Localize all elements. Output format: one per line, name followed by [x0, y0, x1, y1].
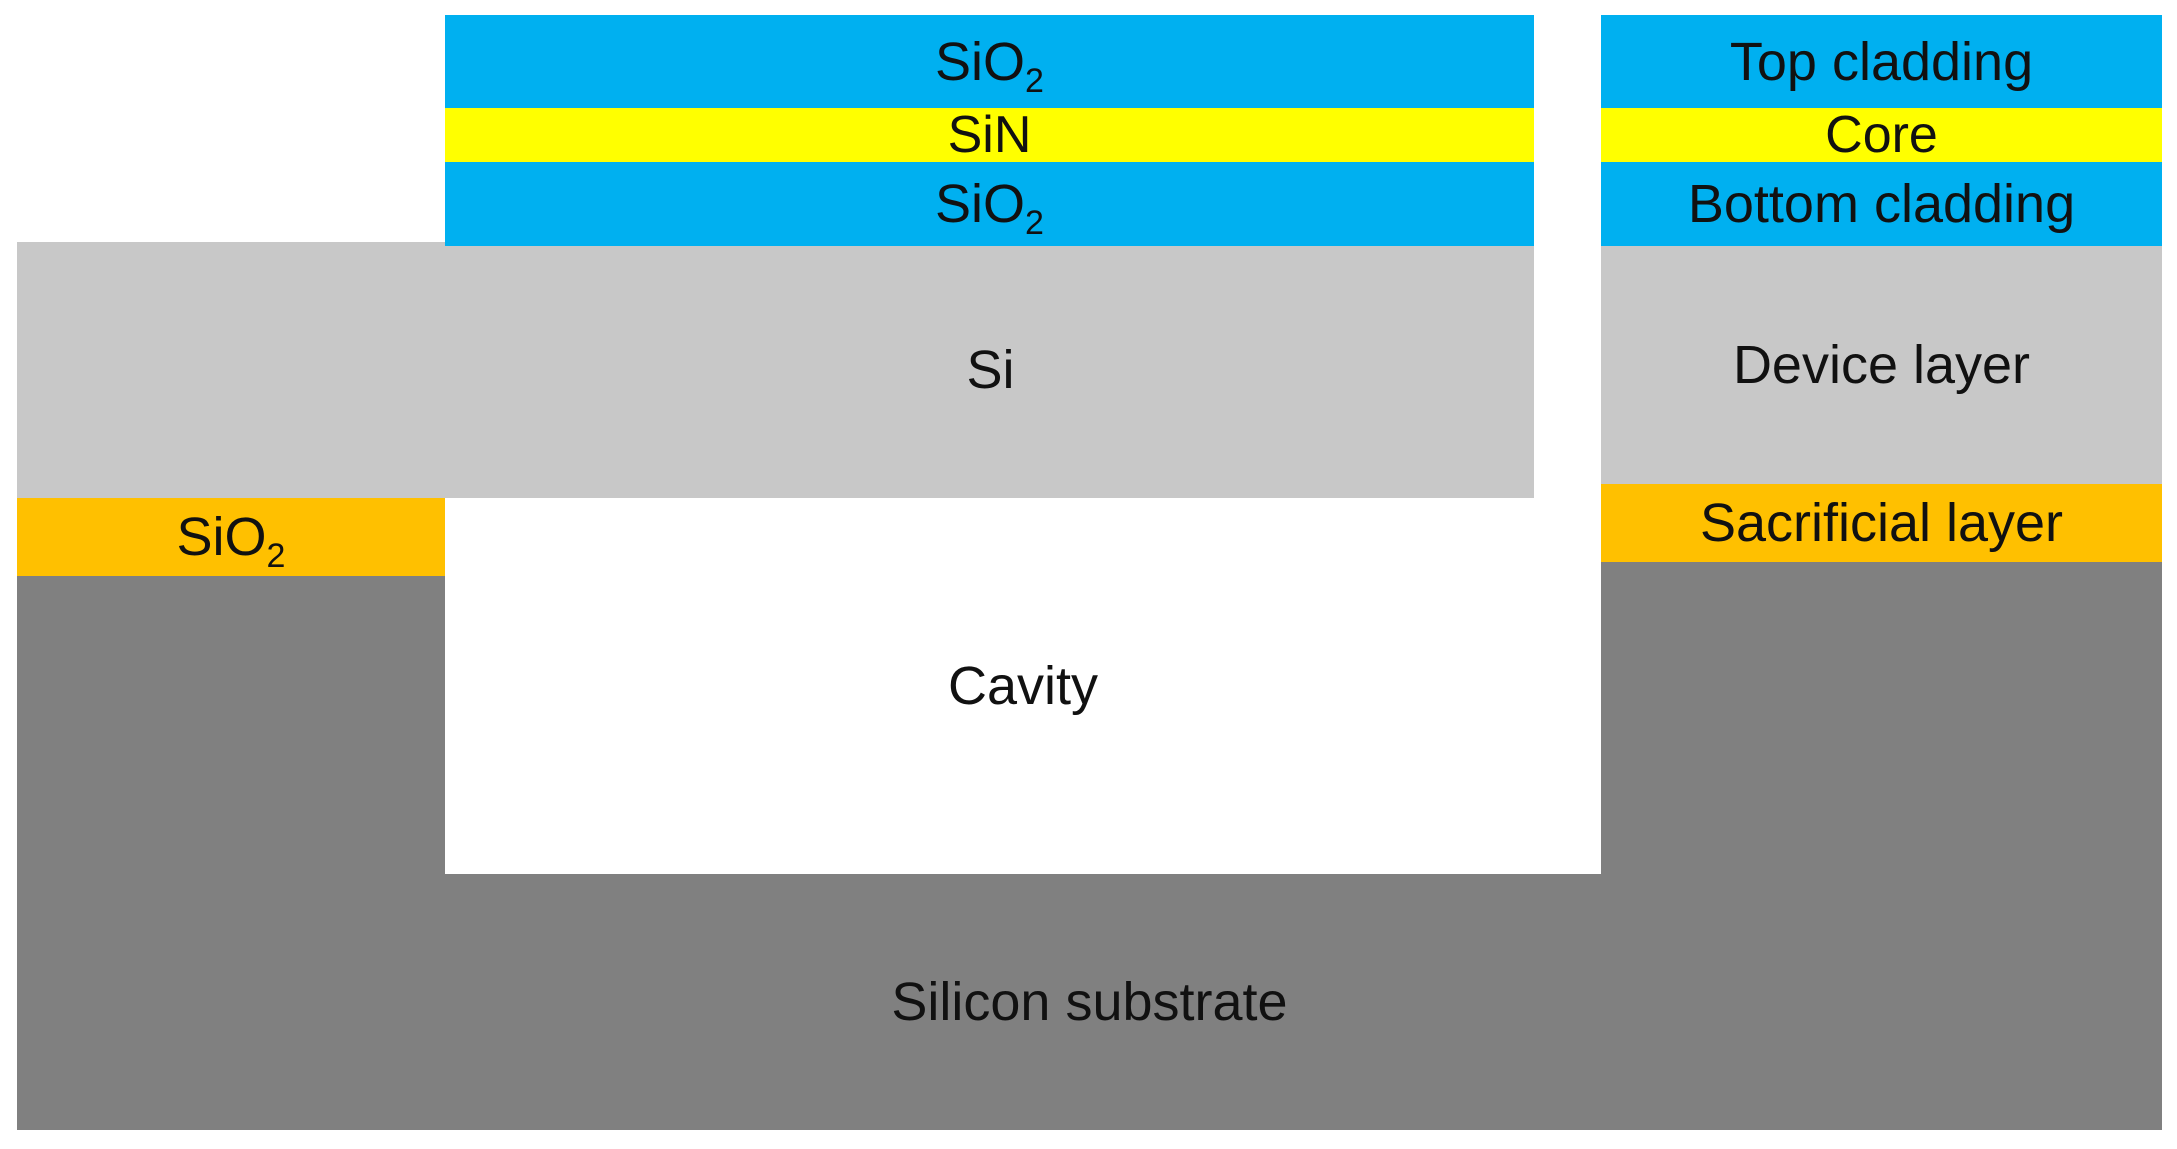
si-device-layer: Si: [17, 242, 1534, 498]
substrate-bottom: Silicon substrate: [17, 874, 2162, 1130]
core-label: SiN: [947, 106, 1032, 164]
legend-sacrificial-layer-label: Sacrificial layer: [1699, 493, 2064, 553]
top-cladding-label: SiO2: [935, 31, 1044, 100]
legend-core: Core: [1601, 108, 2162, 162]
core-layer: SiN: [445, 108, 1534, 162]
top-cladding-layer: SiO2: [445, 15, 1534, 108]
legend-bottom-cladding: Bottom cladding: [1601, 162, 2162, 246]
legend-sacrificial-layer: Sacrificial layer: [1601, 484, 2162, 562]
sacrificial-oxide-label: SiO2: [176, 507, 286, 575]
legend-top-cladding-label: Top cladding: [1729, 31, 2034, 92]
cavity: Cavity: [445, 498, 1601, 874]
legend-top-cladding: Top cladding: [1601, 15, 2162, 108]
sacrificial-oxide-layer: SiO2: [17, 498, 445, 576]
legend-core-label: Core: [1825, 106, 1938, 164]
cavity-label: Cavity: [947, 656, 1099, 716]
bottom-cladding-label: SiO2: [935, 174, 1044, 242]
legend-device-layer: Device layer: [1601, 246, 2162, 484]
substrate-label: Silicon substrate: [891, 972, 1288, 1032]
legend-device-layer-label: Device layer: [1732, 335, 2031, 395]
legend-substrate: [1601, 562, 2162, 874]
legend-bottom-cladding-label: Bottom cladding: [1687, 174, 2076, 234]
si-device-label: Si: [966, 340, 1015, 400]
bottom-cladding-layer: SiO2: [445, 162, 1534, 246]
